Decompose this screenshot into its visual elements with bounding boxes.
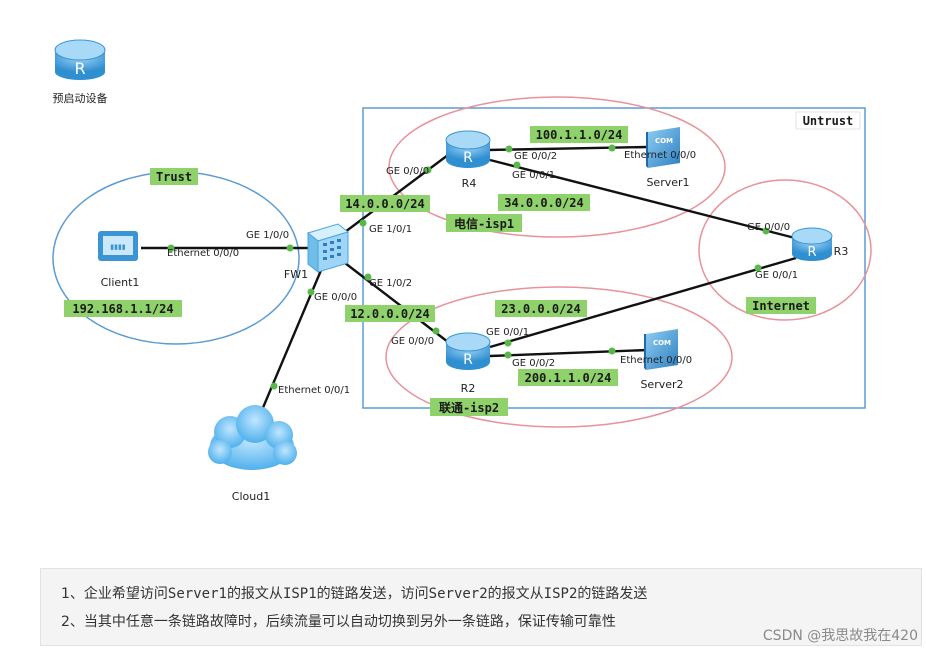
start-devices-router-icon[interactable]: R: [54, 39, 106, 80]
requirements-note: 1、企业希望访问Server1的报文从ISP1的链路发送，访问Server2的报…: [40, 568, 922, 646]
fw1-label: FW1: [284, 268, 308, 281]
port-fw-ge100: GE 1/0/0: [246, 230, 289, 241]
port-r4-ge002: GE 0/0/2: [514, 151, 557, 162]
server1-icon[interactable]: COM: [646, 127, 680, 168]
r4-router-icon[interactable]: R: [445, 130, 491, 168]
isp1-label: 电信-isp1: [454, 216, 514, 231]
req1-mid3: 的报文从: [487, 586, 544, 602]
req1-prefix: 1、企业希望访问: [61, 586, 168, 602]
port-dots: [167, 144, 770, 390]
port-fw-ge000: GE 0/0/0: [314, 292, 357, 303]
svg-text:R: R: [74, 59, 85, 78]
link-r2-r3: [489, 256, 797, 349]
r3-label: R3: [834, 245, 849, 258]
server1-com-text: COM: [655, 137, 673, 145]
req1-mid1: 的报文从: [226, 586, 283, 602]
req1-suffix: 的链路发送: [577, 586, 648, 602]
net-fw-r4-label: 14.0.0.0/24: [345, 197, 424, 211]
internet-ellipse: [698, 179, 872, 321]
port-r2-ge000: GE 0/0/0: [391, 336, 434, 347]
net-lan-label: 192.168.1.1/24: [72, 302, 173, 316]
port-r3-ge000: GE 0/0/0: [747, 222, 790, 233]
port-r4-ge000: GE 0/0/0: [386, 166, 429, 177]
untrust-zone-label: Untrust: [803, 114, 854, 128]
req1-isp2: ISP2: [543, 586, 578, 602]
start-devices-label[interactable]: 预启动设备: [53, 91, 108, 105]
isp2-label: 联通-isp2: [439, 400, 499, 415]
server2-label: Server2: [640, 378, 683, 391]
req1-mid2: 的链路发送，访问: [316, 586, 429, 602]
net-r4-r3-label: 34.0.0.0/24: [504, 196, 583, 210]
cloud1-icon[interactable]: [208, 405, 297, 470]
port-server2-eth: Ethernet 0/0/0: [620, 355, 692, 366]
net-r2-r3-label: 23.0.0.0/24: [501, 302, 580, 316]
server1-label: Server1: [646, 176, 689, 189]
net-r4-server1-label: 100.1.1.0/24: [536, 128, 623, 142]
untrust-zone-box: [362, 107, 866, 409]
links: [141, 145, 797, 411]
r2-router-icon[interactable]: R: [445, 332, 491, 370]
port-client1-eth: Ethernet 0/0/0: [167, 248, 239, 259]
net-fw-r2-label: 12.0.0.0/24: [350, 307, 429, 321]
svg-text:▮▮▮▮: ▮▮▮▮: [110, 243, 126, 251]
client1-label: Client1: [101, 276, 140, 289]
port-fw-ge102: GE 1/0/2: [369, 278, 412, 289]
link-r4-server1: [487, 145, 649, 152]
port-r4-ge001: GE 0/0/1: [512, 170, 555, 181]
requirement-line-2: 2、当其中任意一条链路故障时，后续流量可以自动切换到另外一条链路，保证传输可靠性: [61, 614, 616, 630]
net-r2-server2-label: 200.1.1.0/24: [525, 371, 612, 385]
watermark-text: CSDN @我思故我在420: [762, 628, 918, 644]
link-r4-r3: [489, 158, 796, 240]
port-r2-ge001: GE 0/0/1: [486, 327, 529, 338]
isp2-ellipse: [385, 286, 733, 428]
trust-zone-label: Trust: [156, 170, 192, 184]
client1-pc-icon[interactable]: ▮▮▮▮: [98, 231, 138, 261]
port-r3-ge001: GE 0/0/1: [755, 270, 798, 281]
r3-router-icon[interactable]: R: [791, 227, 833, 261]
port-r2-ge002: GE 0/0/2: [512, 358, 555, 369]
svg-text:R: R: [463, 150, 473, 166]
network-topology: R 预启动设备 ▮▮▮▮ Client1 FW1 R R4 R R2: [52, 39, 872, 503]
isp1-ellipse: [388, 96, 726, 238]
r4-label: R4: [462, 177, 477, 190]
svg-text:R: R: [807, 245, 816, 260]
cloud1-label: Cloud1: [232, 490, 270, 503]
requirement-line-1: 1、企业希望访问Server1的报文从ISP1的链路发送，访问Server2的报…: [61, 583, 647, 603]
port-cloud-eth: Ethernet 0/0/1: [278, 385, 350, 396]
server2-com-text: COM: [653, 339, 671, 347]
port-fw-ge101: GE 1/0/1: [369, 224, 412, 235]
req1-server2: Server2: [428, 586, 488, 602]
server2-icon[interactable]: COM: [644, 329, 678, 370]
svg-text:R: R: [463, 352, 473, 368]
r2-label: R2: [461, 382, 476, 395]
link-r2-server2: [489, 348, 649, 358]
req1-server1: Server1: [167, 586, 227, 602]
link-fw1-r4: [344, 154, 449, 233]
fw1-firewall-icon[interactable]: [306, 223, 350, 274]
internet-zone-label: Internet: [752, 299, 810, 313]
link-fw1-r2: [344, 262, 449, 343]
port-server1-eth: Ethernet 0/0/0: [624, 150, 696, 161]
req1-isp1: ISP1: [282, 586, 317, 602]
